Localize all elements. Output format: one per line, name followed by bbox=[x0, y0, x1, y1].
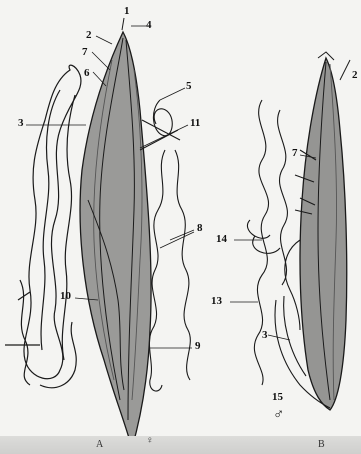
label-b-13: 13 bbox=[211, 296, 222, 307]
label-b-3: 3 bbox=[262, 330, 268, 341]
worm-b-body bbox=[300, 52, 350, 410]
male-symbol: ♂ bbox=[273, 408, 284, 423]
label-3: 3 bbox=[18, 118, 24, 129]
bottom-band bbox=[0, 436, 361, 454]
left-coiled-tubes bbox=[5, 65, 81, 388]
label-b-7: 7 bbox=[292, 148, 298, 159]
label-8: 8 bbox=[197, 223, 203, 234]
worm-a-body bbox=[80, 18, 151, 448]
female-symbol: ♀ bbox=[146, 436, 154, 446]
label-4: 4 bbox=[146, 20, 152, 31]
label-b-14: 14 bbox=[216, 234, 227, 245]
caption-b: B bbox=[318, 440, 325, 450]
caption-a: A bbox=[96, 440, 103, 450]
label-7: 7 bbox=[82, 47, 88, 58]
label-1: 1 bbox=[124, 6, 130, 17]
label-5: 5 bbox=[186, 81, 192, 92]
label-2: 2 bbox=[86, 30, 92, 41]
label-b-15: 15 bbox=[272, 392, 283, 403]
label-b-2: 2 bbox=[352, 70, 358, 81]
label-11: 11 bbox=[190, 118, 200, 129]
label-10: 10 bbox=[60, 291, 71, 302]
label-9: 9 bbox=[195, 341, 201, 352]
label-6: 6 bbox=[84, 68, 90, 79]
